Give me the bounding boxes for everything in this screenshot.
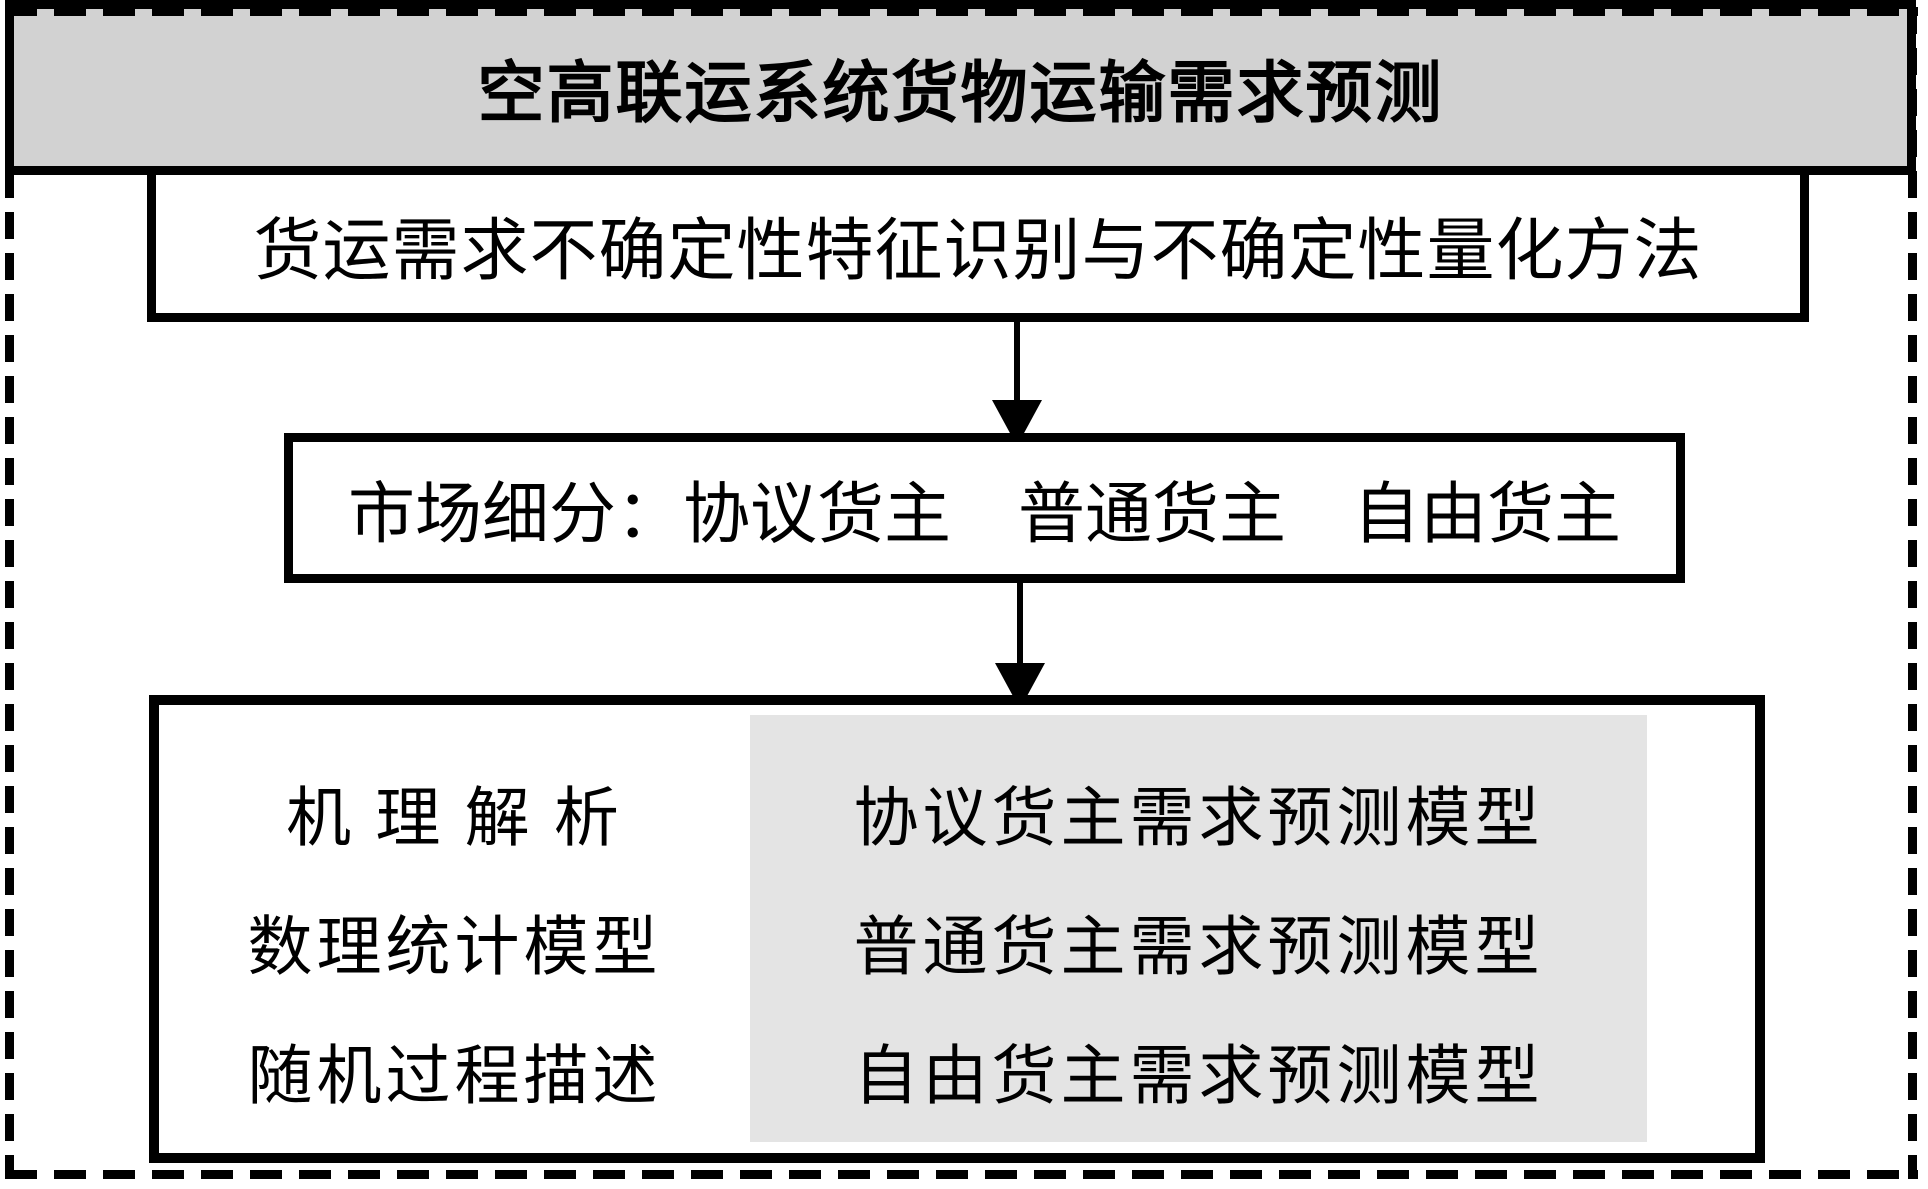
method-item: 随机过程描述 bbox=[247, 1040, 662, 1113]
method-item: 机 理 解 析 bbox=[286, 782, 623, 855]
forecast-models-content: 机 理 解 析 数理统计模型 随机过程描述 协议货主需求预测模型 普通货主需求预… bbox=[159, 705, 1755, 1153]
down-arrow-2 bbox=[995, 581, 1045, 709]
model-item: 普通货主需求预测模型 bbox=[853, 911, 1544, 984]
dashed-frame-top bbox=[5, 7, 1918, 16]
dashed-frame-right bbox=[1908, 7, 1917, 1179]
market-segmentation-box: 市场细分：协议货主 普通货主 自由货主 bbox=[284, 433, 1685, 583]
model-item: 自由货主需求预测模型 bbox=[853, 1040, 1544, 1113]
arrow-shaft bbox=[1017, 581, 1023, 669]
down-arrow-1 bbox=[992, 320, 1042, 446]
arrow-shaft bbox=[1014, 320, 1020, 406]
forecast-models-box: 机 理 解 析 数理统计模型 随机过程描述 协议货主需求预测模型 普通货主需求预… bbox=[149, 695, 1765, 1163]
title-box: 空高联运系统货物运输需求预测 bbox=[5, 0, 1916, 175]
method-item: 数理统计模型 bbox=[247, 911, 662, 984]
models-panel: 协议货主需求预测模型 普通货主需求预测模型 自由货主需求预测模型 bbox=[750, 715, 1647, 1142]
methods-column: 机 理 解 析 数理统计模型 随机过程描述 bbox=[159, 715, 750, 1142]
dashed-frame-left bbox=[5, 7, 14, 1179]
diagram-title: 空高联运系统货物运输需求预测 bbox=[477, 57, 1444, 131]
model-item: 协议货主需求预测模型 bbox=[853, 782, 1544, 855]
uncertainty-label: 货运需求不确定性特征识别与不确定性量化方法 bbox=[253, 212, 1703, 289]
uncertainty-box: 货运需求不确定性特征识别与不确定性量化方法 bbox=[147, 166, 1809, 322]
dashed-frame-bottom bbox=[5, 1170, 1918, 1179]
market-segmentation-label: 市场细分：协议货主 普通货主 自由货主 bbox=[348, 477, 1621, 552]
